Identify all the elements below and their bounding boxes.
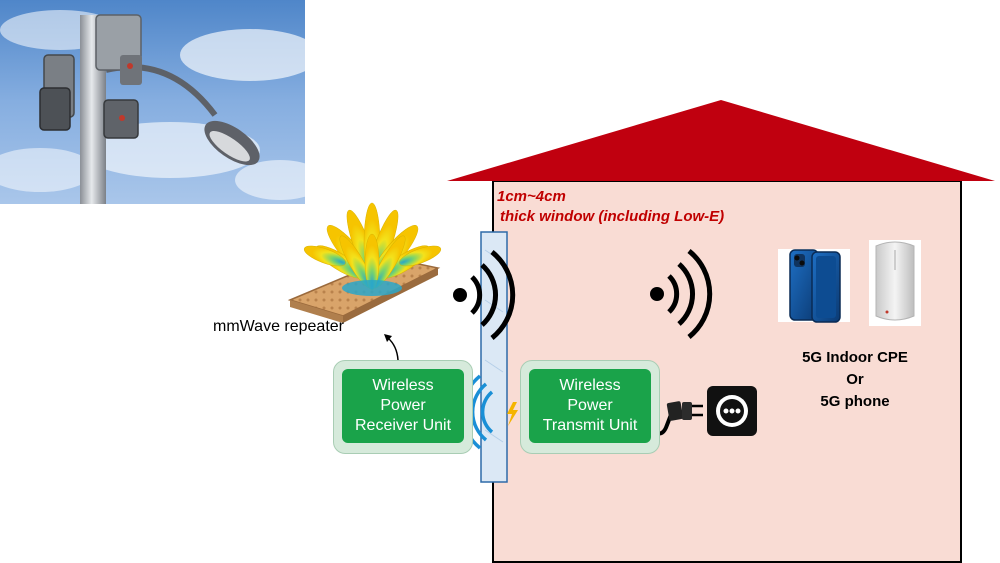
receiver-unit-line-3: Receiver Unit [354,417,452,434]
window-type-label: thick window (including Low-E) [500,208,725,225]
antenna-unit-icon [39,87,71,131]
device-label: 5G Indoor CPE Or 5G phone [785,347,925,413]
wireless-power-transmit-unit: Wireless Power Transmit Unit [520,360,660,454]
street-pole-photo [0,0,325,204]
device-label-line-3: 5G phone [820,393,890,410]
device-label-line-2: Or [846,371,864,388]
receiver-unit-line-1: Wireless [372,377,434,394]
transmit-unit-body: Wireless Power Transmit Unit [529,369,651,443]
transmit-unit-line-3: Transmit Unit [542,417,638,434]
house-roof [447,100,995,181]
wireless-power-receiver-unit: Wireless Power Receiver Unit [333,360,473,454]
house [447,100,995,563]
window-thickness-label: 1cm~4cm [497,188,566,205]
device-label-line-1: 5G Indoor CPE [802,349,908,366]
lightning-icon [507,402,518,426]
cpe-router-icon [869,240,921,326]
repeater-label: mmWave repeater [213,318,344,335]
wireless-signal-icon-outdoor [453,250,516,340]
smartphone-icon [778,249,850,323]
repeater-pointer-arrow [387,337,399,361]
street-lamp-icon [204,120,260,166]
transmit-unit-line-2: Power [567,397,613,414]
wall-socket-icon [707,386,757,436]
wireless-signal-icon-indoor [650,249,713,339]
transmit-unit-line-1: Wireless [559,377,621,394]
receiver-unit-body: Wireless Power Receiver Unit [342,369,464,443]
beamforming-panel-icon [287,202,442,323]
receiver-unit-line-2: Power [380,397,426,414]
